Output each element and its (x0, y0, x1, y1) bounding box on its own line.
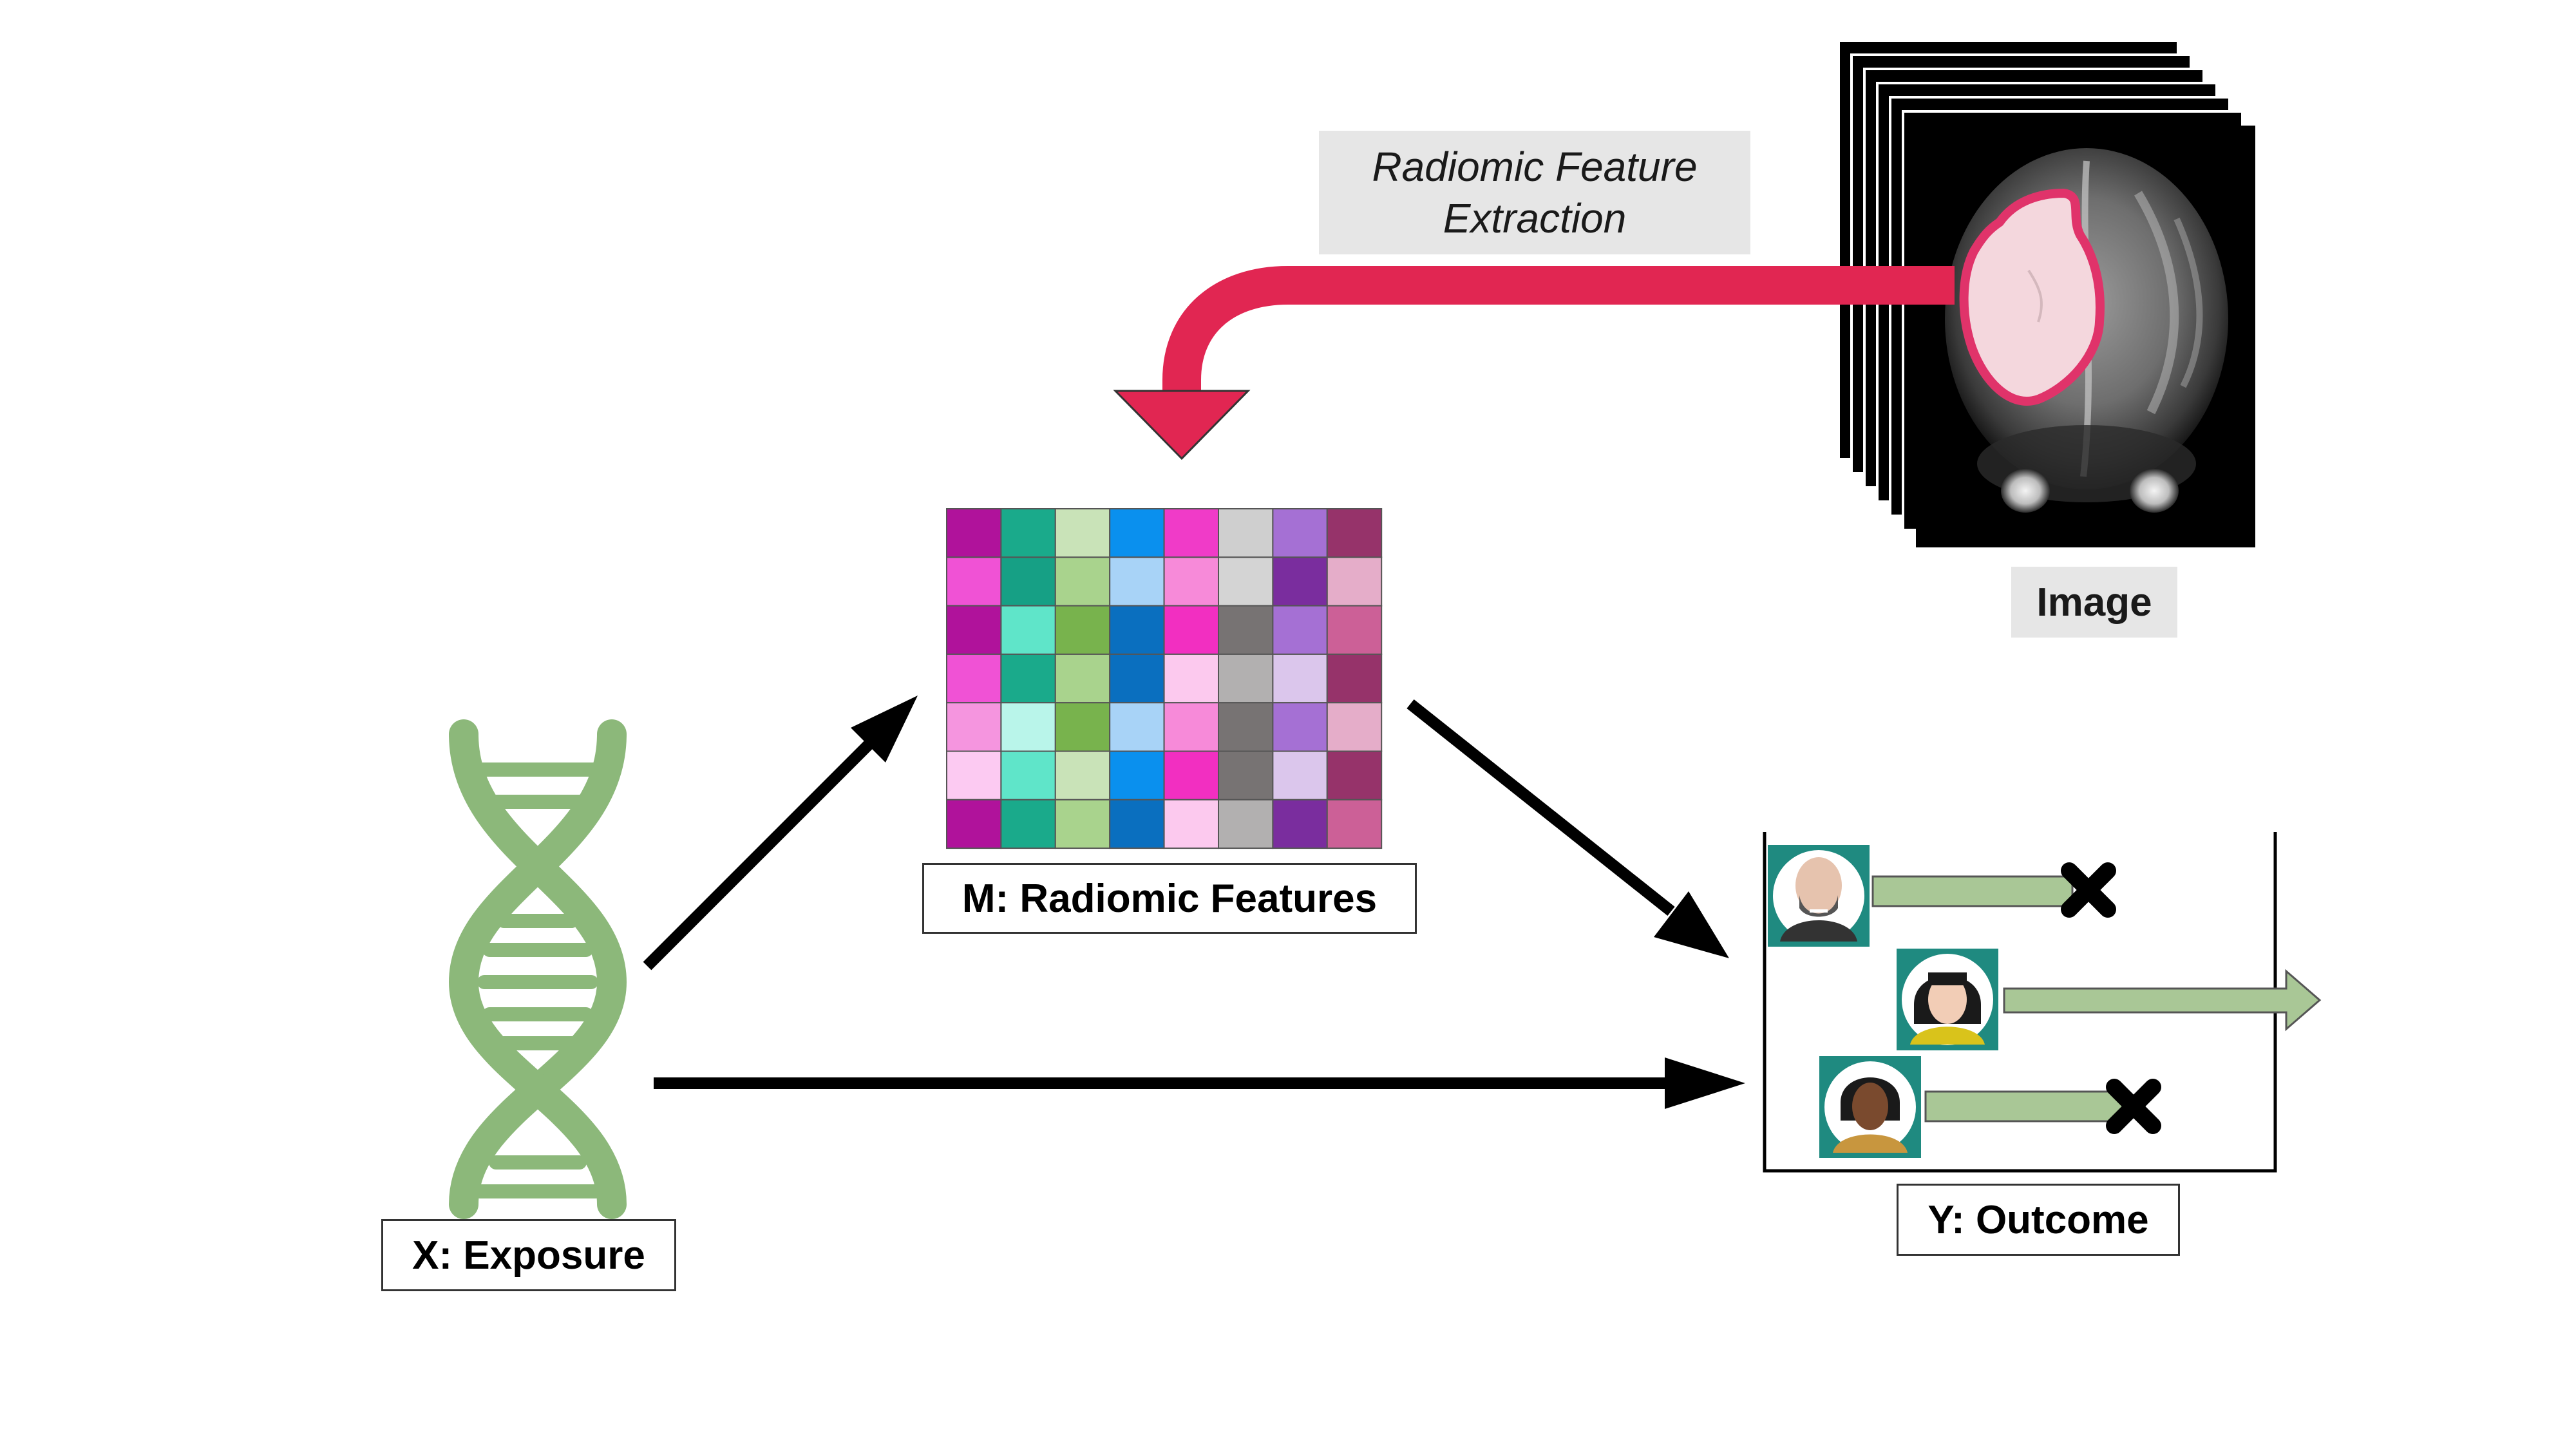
image-label: Image (2011, 567, 2177, 638)
feature-cell (1272, 653, 1328, 704)
feature-cell (1218, 750, 1274, 800)
patient-woman-black-hair (1897, 949, 1998, 1050)
feature-cell (1272, 605, 1328, 655)
patient-woman-dark-skin (1819, 1056, 1921, 1158)
patient-bald-man (1768, 845, 1870, 947)
mediator-label-text: M: Radiomic Features (961, 876, 1378, 921)
feature-cell (1000, 653, 1056, 704)
feature-cell (1000, 556, 1056, 607)
feature-cell (946, 750, 1002, 800)
feature-cell (1109, 702, 1165, 752)
feature-cell (1218, 653, 1274, 704)
feature-cell (1054, 653, 1111, 704)
outcome-label-text: Y: Outcome (1927, 1197, 2149, 1242)
death-x-icon (2106, 1079, 2161, 1134)
feature-cell (1272, 508, 1328, 558)
feature-cell (1163, 702, 1219, 752)
feature-cell (1163, 799, 1219, 849)
arrow-mediator-to-outcome (1406, 699, 1729, 958)
feature-cell (946, 702, 1002, 752)
feature-cell (1218, 799, 1274, 849)
feature-cell (1272, 750, 1328, 800)
feature-cell (1054, 556, 1111, 607)
feature-cell (1109, 653, 1165, 704)
mediator-label: M: Radiomic Features (922, 863, 1417, 934)
extraction-label-line-2: Extraction (1443, 195, 1627, 242)
arrow-exposure-to-mediator (643, 696, 918, 971)
exposure-label: X: Exposure (381, 1219, 676, 1291)
feature-cell (1109, 799, 1165, 849)
feature-cell (1054, 605, 1111, 655)
survival-arrow-patient-2 (2003, 969, 2322, 1032)
left-eye-orbit (2001, 469, 2050, 513)
feature-cell (1163, 750, 1219, 800)
feature-cell (946, 799, 1002, 849)
feature-cell (1218, 702, 1274, 752)
feature-cell (946, 556, 1002, 607)
mri-slice-front (1916, 126, 2255, 547)
feature-cell (1000, 750, 1056, 800)
outcome-label: Y: Outcome (1897, 1184, 2180, 1256)
feature-cell (946, 605, 1002, 655)
feature-cell (946, 653, 1002, 704)
feature-cell (1000, 605, 1056, 655)
right-eye-orbit (2130, 469, 2179, 513)
exposure-label-text: X: Exposure (412, 1233, 645, 1278)
dna-icon (448, 719, 627, 1219)
feature-cell (1054, 508, 1111, 558)
feature-cell (1163, 556, 1219, 607)
image-label-text: Image (2036, 580, 2152, 625)
feature-cell (1218, 508, 1274, 558)
feature-cell (1272, 799, 1328, 849)
feature-cell (1326, 702, 1383, 752)
feature-cell (1109, 556, 1165, 607)
feature-cell (1054, 702, 1111, 752)
feature-cell (1109, 750, 1165, 800)
feature-cell (1326, 750, 1383, 800)
feature-cell (1054, 750, 1111, 800)
feature-cell (1326, 799, 1383, 849)
tumor-segmentation (1959, 189, 2105, 406)
arrow-exposure-to-outcome (654, 1057, 1745, 1109)
extraction-label-line-1: Radiomic Feature (1372, 144, 1698, 190)
extraction-arrow (1113, 266, 1955, 460)
survival-bar-patient-3 (1924, 1090, 2126, 1122)
feature-cell (1218, 605, 1274, 655)
outcome-panel (1763, 832, 2322, 1173)
feature-cell (1163, 605, 1219, 655)
feature-cell (1109, 508, 1165, 558)
feature-cell (1163, 653, 1219, 704)
feature-cell (946, 508, 1002, 558)
feature-cell (1272, 702, 1328, 752)
feature-cell (1000, 508, 1056, 558)
feature-cell (1326, 605, 1383, 655)
radiomic-feature-matrix (946, 508, 1383, 849)
feature-cell (1218, 556, 1274, 607)
feature-cell (1109, 605, 1165, 655)
feature-cell (1054, 799, 1111, 849)
feature-cell (1326, 556, 1383, 607)
feature-cell (1163, 508, 1219, 558)
extraction-label: Radiomic Feature Extraction (1319, 131, 1750, 254)
survival-bar-patient-1 (1871, 875, 2074, 907)
death-x-icon (2061, 862, 2116, 918)
feature-cell (1000, 799, 1056, 849)
feature-cell (1326, 653, 1383, 704)
feature-cell (1326, 508, 1383, 558)
feature-cell (1000, 702, 1056, 752)
feature-cell (1272, 556, 1328, 607)
